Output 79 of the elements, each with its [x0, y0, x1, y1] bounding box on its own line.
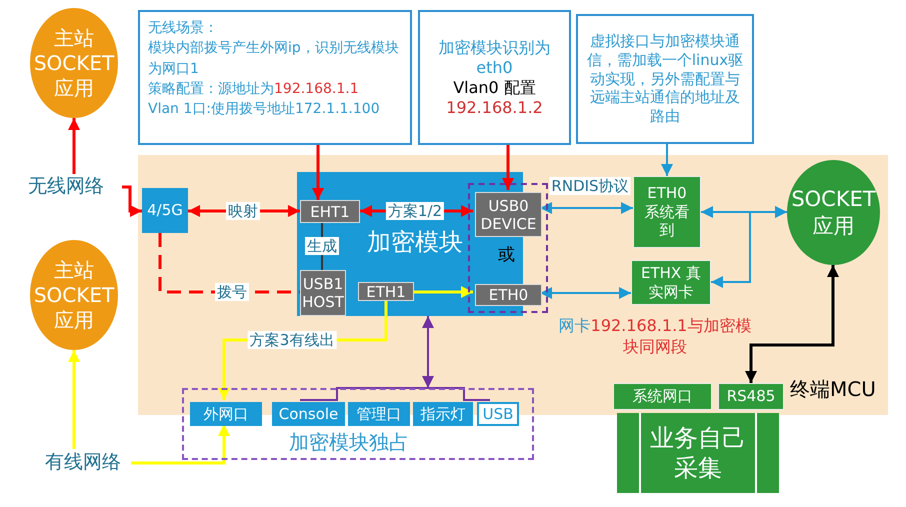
- node-text: 业务自己采集: [649, 423, 747, 483]
- network-label: 有线网络: [45, 451, 121, 475]
- arrow: [218, 301, 388, 400]
- node-text: Console: [278, 404, 338, 424]
- note-text: 192.168.1.2: [446, 98, 543, 118]
- port-box: [348, 402, 410, 426]
- node-text: ETH1: [366, 282, 406, 300]
- port-box: [413, 402, 473, 426]
- arrow: [360, 205, 473, 217]
- port-box: [358, 282, 414, 301]
- edge-label: RNDIS协议: [549, 177, 631, 195]
- port-box: [190, 402, 262, 426]
- panel-title: 终端MCU: [790, 377, 876, 402]
- edge-label: 方案1/2: [386, 202, 444, 220]
- port-box: [272, 402, 345, 426]
- node-text: ETH0: [488, 286, 528, 304]
- arrow: [68, 350, 80, 449]
- arrow: [540, 202, 633, 214]
- arrow: [131, 424, 230, 464]
- dashed-line: [158, 233, 300, 294]
- node-text: EHT1: [310, 202, 350, 220]
- note-box: [138, 10, 412, 145]
- port-box: [477, 402, 519, 426]
- note-text: 加密模块识别为 eth0: [438, 38, 552, 78]
- arrow: [122, 186, 142, 217]
- node-text: 管理口: [356, 404, 402, 424]
- node-text: RS485: [726, 387, 776, 406]
- node-text: 外网口: [204, 404, 248, 424]
- note-text: Vlan 1口:使用拨号地址172.1.1.100: [148, 100, 381, 120]
- note-text: 策略配置：源地址为: [148, 80, 274, 97]
- node-text: ETHX 真实网卡: [640, 264, 702, 302]
- dashed-group-box: [182, 388, 534, 460]
- note-text: 虚拟接口与加密模块通信，需加载一个linux驱动实现，另外需配置与远端主站通信的地址及路由: [586, 32, 744, 126]
- node-text: USB0 DEVICE: [480, 196, 538, 232]
- arrow: [540, 287, 631, 299]
- arrow: [661, 144, 673, 176]
- node-text: 指示灯: [420, 404, 466, 424]
- arrow: [68, 118, 80, 174]
- dashed-group-box: [468, 183, 548, 313]
- node-text: USB: [482, 404, 514, 424]
- node-text: 主站 SOCKET 应用: [34, 258, 114, 332]
- note-box: [576, 14, 754, 144]
- acquisition-box: [617, 413, 779, 493]
- module-title: 加密模块: [367, 227, 463, 257]
- line: [321, 223, 323, 270]
- interface-box: [633, 176, 701, 248]
- interface-box: [613, 383, 712, 410]
- port-box: [475, 284, 542, 306]
- arrow: [502, 145, 514, 190]
- note-text: 模块内部拨号产生外网ip，识别无线模块为网口1: [148, 39, 400, 79]
- edge-label: 方案3有线出: [248, 331, 336, 349]
- node-text: 主站 SOCKET 应用: [34, 26, 114, 100]
- edge-label: 映射: [226, 202, 260, 220]
- node-text: ETH0 系统看到: [644, 184, 690, 240]
- arrow: [414, 286, 473, 298]
- edge-label: 生成: [305, 237, 339, 255]
- note-text: 无线场景：: [148, 19, 219, 38]
- interface-box: [631, 260, 711, 305]
- node-text: 或: [498, 245, 515, 266]
- arrow: [312, 145, 324, 200]
- note-text: 网卡: [558, 316, 591, 335]
- node-text: USB1 HOST: [301, 275, 345, 311]
- note-text: 192.168.1.1与加密模块同网段: [590, 316, 752, 356]
- interface-box: [718, 383, 784, 410]
- node-text: SOCKET 应用: [791, 186, 876, 239]
- arrow: [711, 206, 787, 288]
- arrow: [188, 205, 300, 217]
- module-box: [142, 188, 188, 233]
- group-title: 加密模块独占: [289, 430, 409, 455]
- arrow: [745, 265, 839, 383]
- note-text: 192.168.1.1: [274, 80, 359, 97]
- network-label: 无线网络: [28, 175, 104, 199]
- node-text: 系统网口: [632, 387, 692, 406]
- arrow: [422, 316, 434, 388]
- note-text: Vlan0 配置: [453, 78, 536, 98]
- port-box: [300, 200, 360, 223]
- note-box: [418, 10, 571, 145]
- edge-label: 拨号: [215, 283, 249, 301]
- node-text: 4/5G: [147, 201, 183, 220]
